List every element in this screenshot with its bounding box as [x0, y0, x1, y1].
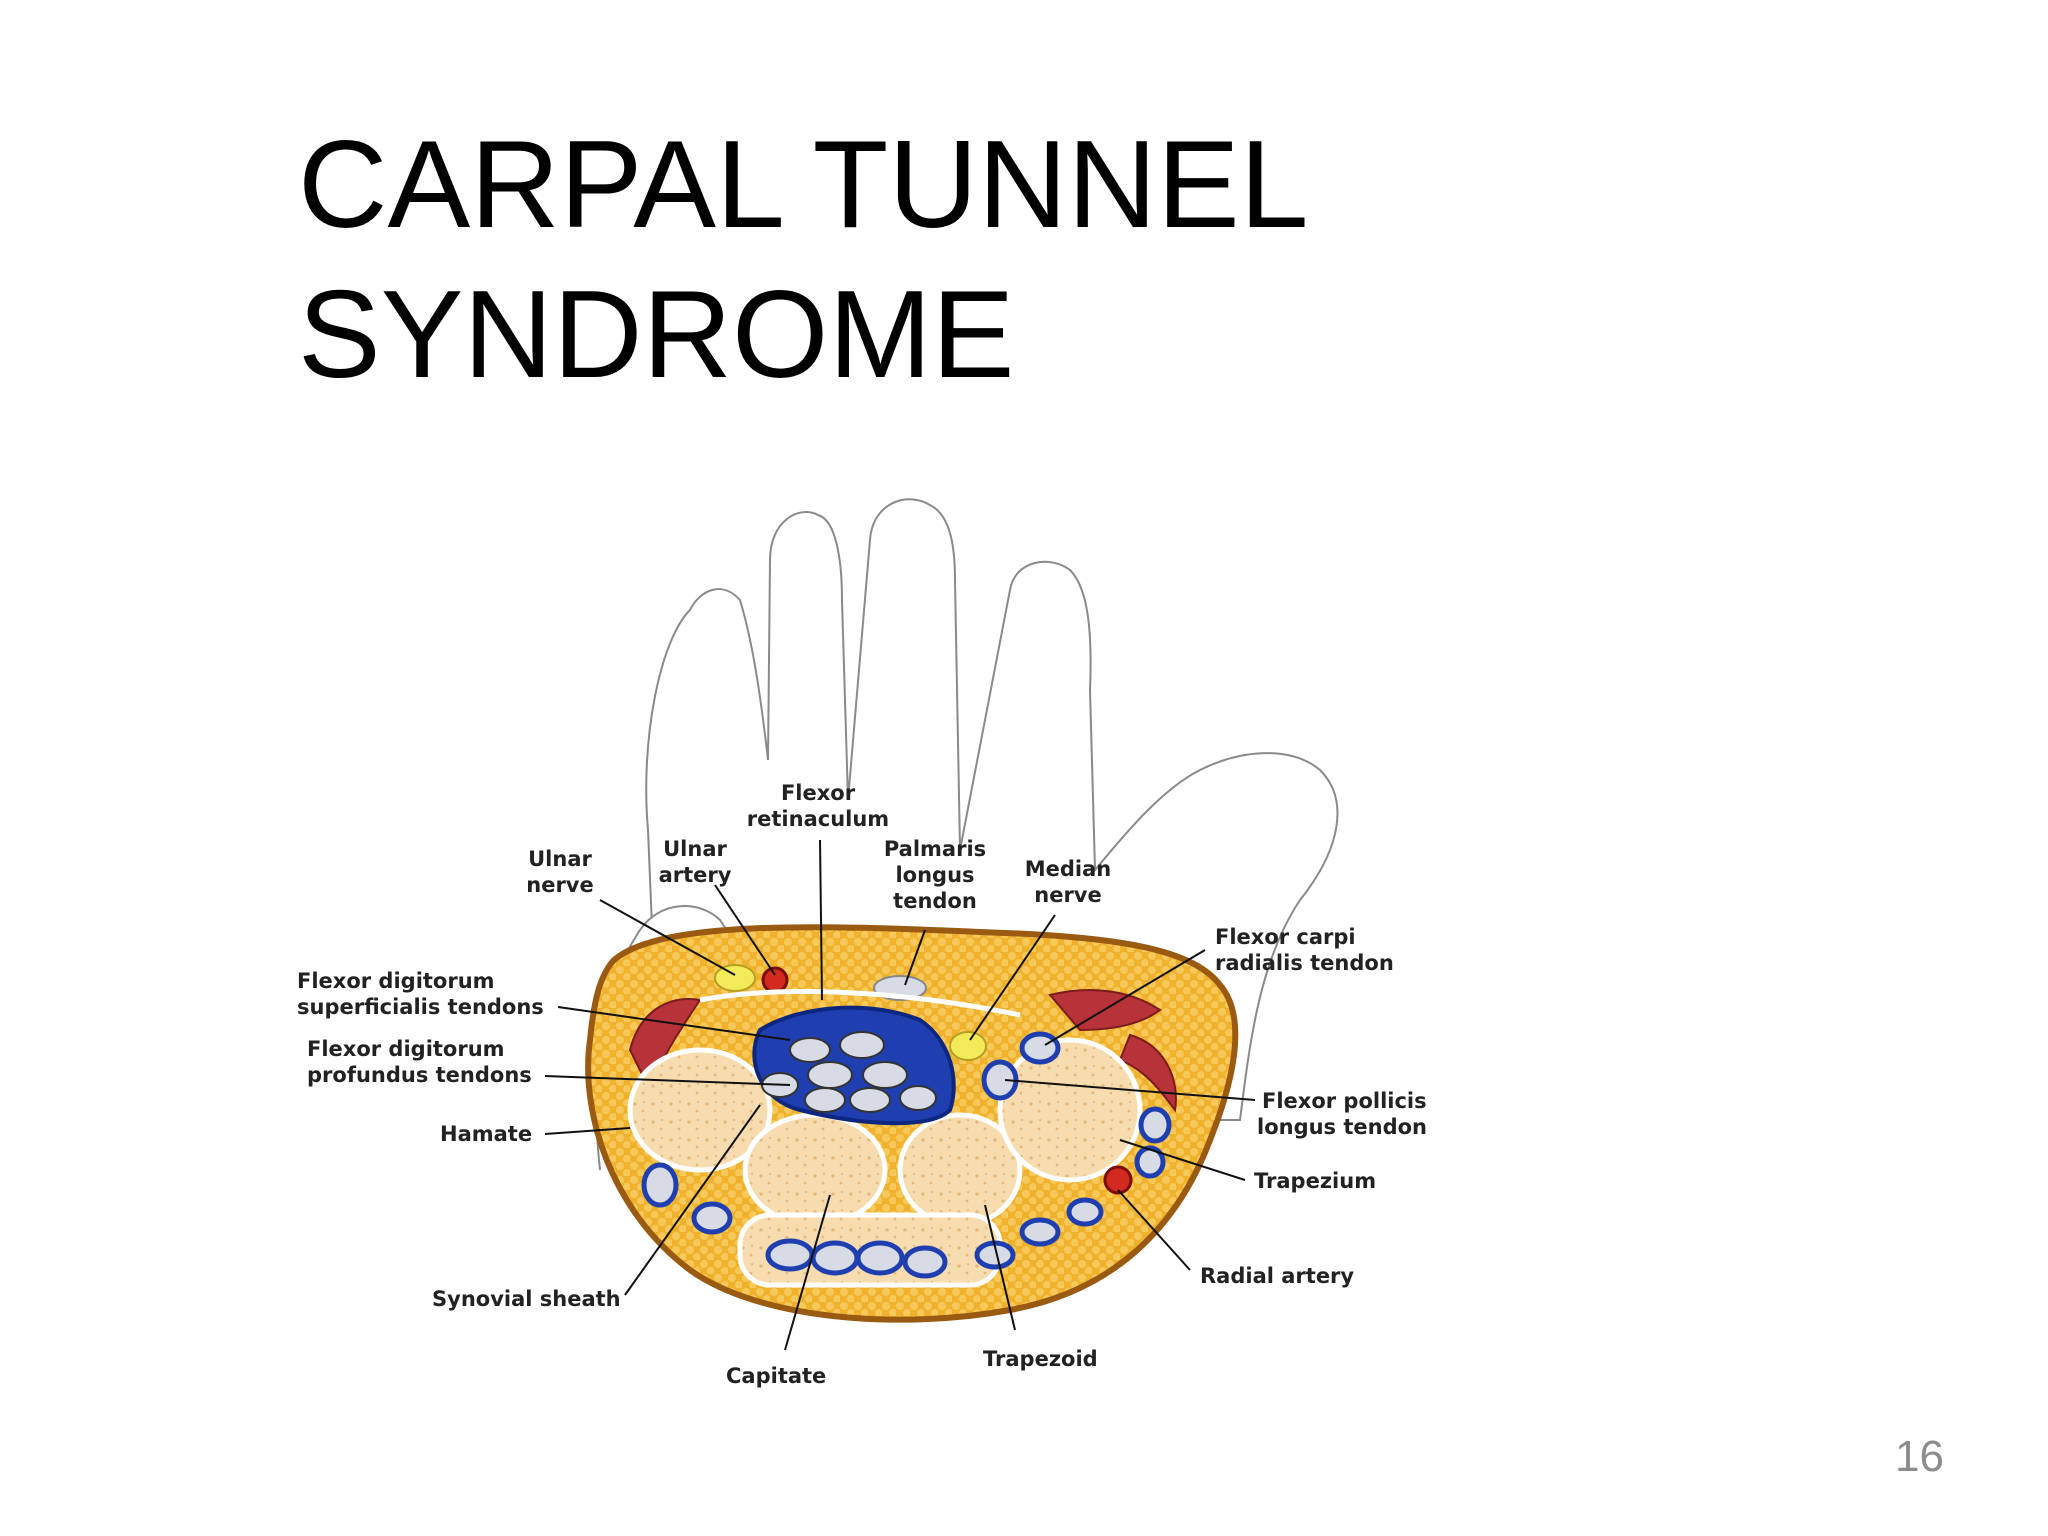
label-hamate: Hamate — [440, 1122, 532, 1146]
label-capitate: Capitate — [726, 1364, 826, 1388]
label-trapezoid: Trapezoid — [983, 1347, 1098, 1371]
label-synovial-sheath: Synovial sheath — [432, 1287, 621, 1311]
label-palmaris-line2: longus — [895, 863, 974, 887]
label-fdp-line1: Flexor digitorum — [307, 1037, 505, 1061]
label-trapezium: Trapezium — [1254, 1169, 1376, 1193]
flexor-carpi-radialis-shape — [1019, 1031, 1061, 1065]
ulnar-nerve-shape — [714, 964, 756, 992]
label-median-nerve-line1: Median — [1025, 857, 1112, 881]
flexor-retinaculum-shape — [699, 989, 1021, 1018]
title-line-2: SYNDROME — [298, 266, 1015, 404]
label-ulnar-artery-line1: Ulnar — [663, 837, 727, 861]
label-fds-line1: Flexor digitorum — [297, 969, 495, 993]
label-fds-line2: superficialis tendons — [297, 995, 544, 1019]
diagram-labels: Flexor retinaculum Ulnar nerve Ulnar art… — [297, 781, 1427, 1388]
label-fcr-line2: radialis tendon — [1215, 951, 1394, 975]
label-fcr-line1: Flexor carpi — [1215, 925, 1356, 949]
label-radial-artery: Radial artery — [1200, 1264, 1354, 1288]
label-fdp-line2: profundus tendons — [307, 1063, 532, 1087]
wrist-cross-section — [585, 924, 1239, 1323]
label-fpl-line2: longus tendon — [1257, 1115, 1427, 1139]
label-palmaris-line1: Palmaris — [884, 837, 986, 861]
label-flexor-retinaculum-line2: retinaculum — [747, 807, 889, 831]
page-number: 16 — [1895, 1432, 1944, 1481]
label-ulnar-nerve-line2: nerve — [526, 873, 593, 897]
label-flexor-retinaculum-line1: Flexor — [781, 781, 856, 805]
slide-title: CARPAL TUNNEL SYNDROME — [298, 110, 1498, 410]
label-palmaris-line3: tendon — [893, 889, 977, 913]
capitate-bone — [742, 1112, 888, 1228]
leader-lines — [544, 839, 1256, 1351]
label-ulnar-nerve-line1: Ulnar — [528, 847, 592, 871]
label-median-nerve-line2: nerve — [1034, 883, 1101, 907]
radial-artery-shape — [1103, 1165, 1133, 1195]
median-nerve-shape — [949, 1031, 987, 1061]
title-line-1: CARPAL TUNNEL — [298, 116, 1309, 254]
trapezium-bone — [997, 1037, 1143, 1183]
label-fpl-line1: Flexor pollicis — [1262, 1089, 1427, 1113]
label-ulnar-artery-line2: artery — [659, 863, 732, 887]
flexor-tendons — [761, 1031, 937, 1113]
extensor-tendons — [641, 1106, 1172, 1279]
ulnar-artery-shape — [761, 966, 789, 994]
